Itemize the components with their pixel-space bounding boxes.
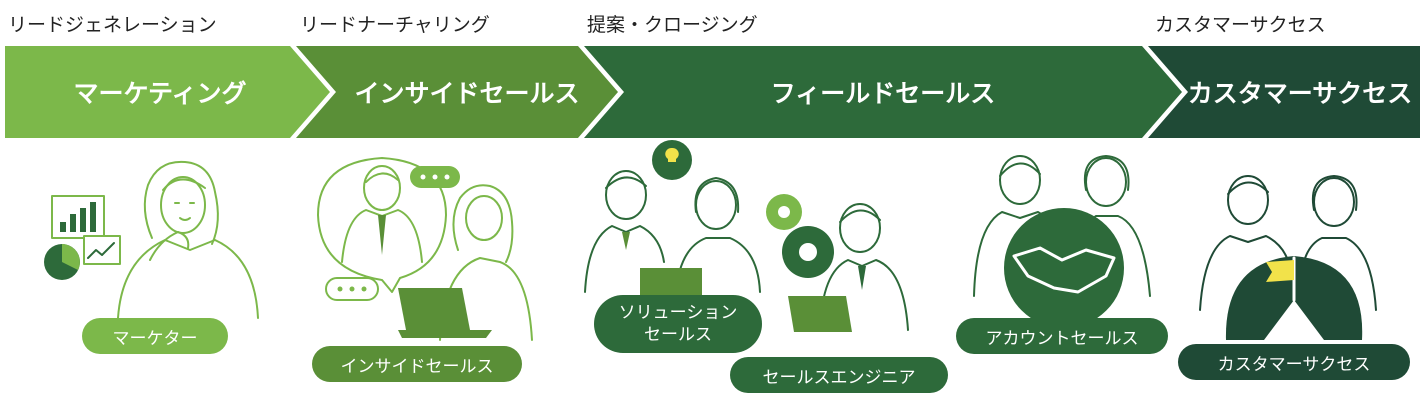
role-solution-sales: ソリューション セールス bbox=[594, 295, 762, 353]
segment-field-sales-title: フィールドセールス bbox=[770, 79, 996, 108]
segment-marketing-shape bbox=[5, 46, 330, 138]
trend-arrow-icon bbox=[83, 235, 121, 265]
process-arrow-bar bbox=[5, 46, 1420, 138]
segment-field-sales-shape bbox=[584, 46, 1182, 138]
gear-icon bbox=[766, 194, 834, 278]
stage-label-customer-success: カスタマーサクセス bbox=[1155, 14, 1326, 36]
field-sales-illustration bbox=[584, 140, 909, 332]
stage-label-lead-generation: リードジェネレーション bbox=[8, 14, 217, 36]
marketer-illustration bbox=[44, 160, 259, 319]
segment-customer-success-title: カスタマーサクセス bbox=[1187, 79, 1413, 108]
segment-customer-success-shape bbox=[1148, 46, 1420, 138]
stage-label-lead-nurturing: リードナーチャリング bbox=[300, 14, 490, 36]
inside-sales-illustration bbox=[317, 157, 533, 341]
customer-success-illustration bbox=[1199, 175, 1377, 340]
account-sales-illustration bbox=[973, 155, 1151, 328]
role-solution-sales-line2: セールス bbox=[644, 325, 712, 345]
role-marketer: マーケター bbox=[82, 318, 228, 354]
role-customer-success: カスタマーサクセス bbox=[1178, 344, 1410, 380]
illustrations bbox=[44, 140, 1377, 341]
role-sales-engineer: セールスエンジニア bbox=[730, 357, 948, 393]
segment-marketing-title: マーケティング bbox=[73, 79, 247, 108]
role-account-sales: アカウントセールス bbox=[956, 318, 1168, 354]
role-solution-sales-line1: ソリューション bbox=[618, 303, 738, 323]
role-inside-sales: インサイドセールス bbox=[312, 346, 522, 382]
stage-label-proposal-closing: 提案・クロージング bbox=[587, 14, 758, 36]
bar-chart-icon bbox=[51, 195, 105, 239]
laptop-icon bbox=[398, 288, 470, 330]
segment-inside-sales-shape bbox=[296, 46, 618, 138]
segment-inside-sales-title: インサイドセールス bbox=[354, 79, 580, 108]
handshake-icon bbox=[1004, 208, 1124, 328]
